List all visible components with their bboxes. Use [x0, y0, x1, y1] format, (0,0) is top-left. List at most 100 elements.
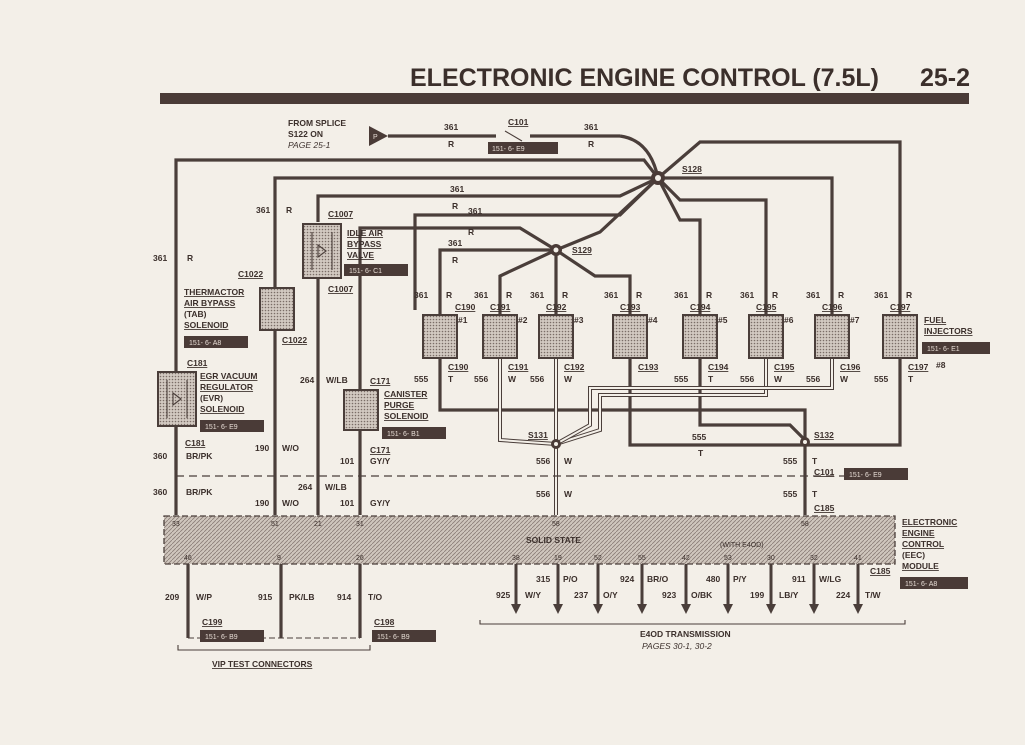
wire-label: 361	[450, 184, 464, 194]
wire-label: 190	[255, 443, 269, 453]
canister-label: CANISTER	[384, 389, 427, 399]
page-number: 25-2	[920, 64, 970, 92]
wire-color: R	[187, 253, 193, 263]
injector-return-color: T	[708, 374, 714, 384]
ref-tag-text: 151- 6- E1	[927, 346, 960, 353]
vip-wire-circuit: 915	[258, 592, 272, 602]
wire-color: W	[564, 456, 573, 466]
wire-color: W	[564, 489, 573, 499]
trans-wire-circuit: 925	[496, 590, 510, 600]
wire-color: GY/Y	[370, 456, 391, 466]
connector-c181: C181	[187, 358, 208, 368]
evr-label: SOLENOID	[200, 404, 244, 414]
wire-label: 264	[298, 482, 312, 492]
injector-connector-bottom: C194	[708, 362, 729, 372]
trans-wire-circuit: 199	[750, 590, 764, 600]
iac-label: IDLE AIR	[347, 228, 383, 238]
injector-return-color: W	[774, 374, 783, 384]
eec-label: ENGINE	[902, 528, 935, 538]
wire-color: W/O	[282, 443, 299, 453]
page-title: ELECTRONIC ENGINE CONTROL (7.5L)	[410, 64, 879, 92]
wire-label: 361	[153, 253, 167, 263]
wire-color: GY/Y	[370, 498, 391, 508]
vip-wires	[177, 564, 371, 651]
injector-return-color: W	[508, 374, 517, 384]
vip-wire-circuit: 209	[165, 592, 179, 602]
ref-tag-text: 151- 6- C1	[349, 268, 382, 275]
wire-color: BR/PK	[186, 487, 213, 497]
canister-label: PURGE	[384, 400, 415, 410]
injector-feed-color: R	[446, 290, 452, 300]
injector-coil	[682, 314, 718, 359]
injector-number: #5	[718, 315, 728, 325]
injector-return-circuit: 556	[474, 374, 488, 384]
eec-bottom-pin: 42	[682, 555, 690, 562]
wire-label: 101	[340, 456, 354, 466]
connector-c185: C185	[814, 503, 835, 513]
eec-top-pin: 33	[172, 521, 180, 528]
connector-c198: C198	[374, 617, 395, 627]
injector-number: #2	[518, 315, 528, 325]
injector-return-circuit: 555	[414, 374, 428, 384]
tab-label: AIR BYPASS	[184, 298, 236, 308]
wire-color: T	[698, 448, 704, 458]
arrow-down-icon	[766, 604, 776, 614]
canister-label: SOLENOID	[384, 411, 428, 421]
trans-wire-circuit: 480	[706, 574, 720, 584]
eec-bottom-pin: 30	[767, 555, 775, 562]
tab-label: SOLENOID	[184, 320, 228, 330]
wire-label: 361	[584, 122, 598, 132]
trans-wire-circuit: 224	[836, 590, 850, 600]
evr-label: (EVR)	[200, 393, 223, 403]
wire-color: R	[452, 201, 458, 211]
eec-bottom-pin: 41	[854, 555, 862, 562]
eec-bottom-pin: 19	[554, 555, 562, 562]
trans-bracket	[479, 620, 906, 625]
trans-wire-circuit: 923	[662, 590, 676, 600]
connector-c101: C101	[814, 467, 835, 477]
injector-connector-top: C195	[756, 302, 777, 312]
wire-color: R	[588, 139, 594, 149]
injector-number: #7	[850, 315, 860, 325]
source-arrow-icon	[369, 126, 388, 146]
source-line2: S122 ON	[288, 129, 323, 139]
injector-connector-bottom: C193	[638, 362, 659, 372]
eec-bottom-pin: 55	[638, 555, 646, 562]
wire-color: R	[452, 255, 458, 265]
vip-wire-color: PK/LB	[289, 592, 315, 602]
injector-feed-color: R	[772, 290, 778, 300]
injector-connector-top: C190	[455, 302, 476, 312]
vip-wire-color: W/P	[196, 592, 212, 602]
tab-solenoid	[259, 287, 295, 331]
injector-feed-circuit: 361	[740, 290, 754, 300]
wire-361-main	[388, 130, 660, 179]
injector-coil	[612, 314, 648, 359]
wire-label: 190	[255, 498, 269, 508]
wire-label: 361	[468, 206, 482, 216]
injector-connector-bottom: C192	[564, 362, 585, 372]
branches-s128	[174, 140, 902, 470]
eec-bottom-pin: 46	[184, 555, 192, 562]
arrow-down-icon	[637, 604, 647, 614]
eec-top-pin: 58	[552, 521, 560, 528]
eec-bottom-pin: 9	[277, 555, 281, 562]
wire-color: R	[468, 227, 474, 237]
injector-connector-top: C192	[546, 302, 567, 312]
injector-return-color: T	[448, 374, 454, 384]
arrow-down-icon	[809, 604, 819, 614]
tab-label: (TAB)	[184, 309, 207, 319]
injector-return-circuit: 556	[740, 374, 754, 384]
wire-color: T	[812, 456, 818, 466]
injector-connector-top: C193	[620, 302, 641, 312]
arrow-down-icon	[853, 604, 863, 614]
tab-label: THERMACTOR	[184, 287, 244, 297]
injector-return-circuit: 555	[674, 374, 688, 384]
